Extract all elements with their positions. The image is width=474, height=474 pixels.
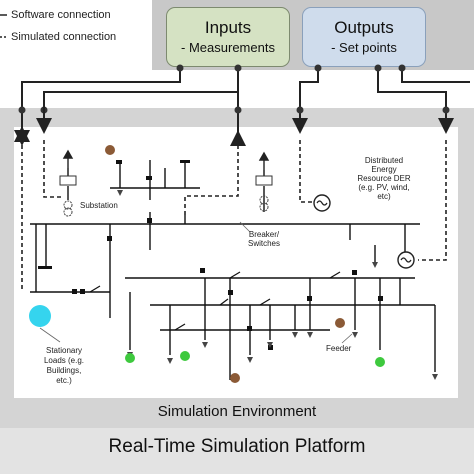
loads-label-2: Loads (e.g.	[43, 356, 85, 365]
platform-band	[0, 428, 474, 474]
inputs-title: Inputs	[204, 18, 252, 37]
legend-software-label: Software connection	[11, 9, 111, 21]
software-connections	[14, 66, 470, 146]
feeder-label: Feeder	[326, 344, 352, 353]
outputs-subtitle: - Set points	[331, 40, 397, 55]
breaker-label-1: Breaker/	[248, 230, 280, 239]
der-label-5: etc)	[377, 192, 391, 201]
load-green-3	[375, 357, 385, 367]
switches	[89, 271, 341, 331]
inputs-box[interactable]: Inputs - Measurements	[166, 7, 290, 67]
load-cyan	[29, 305, 51, 327]
load-green-2	[180, 351, 190, 361]
simulated-connections	[21, 140, 447, 292]
loads-label-1: Stationary	[45, 346, 83, 355]
grid-canvas	[14, 127, 458, 398]
outputs-title: Outputs	[334, 18, 394, 37]
inputs-subtitle: - Measurements	[181, 40, 275, 55]
der-label-3: Resource DER	[357, 174, 411, 183]
load-brown-1	[105, 145, 115, 155]
connection-nodes	[18, 64, 450, 114]
platform-title: Real-Time Simulation Platform	[108, 436, 366, 457]
sensor-boxes	[59, 175, 273, 186]
load-arrows	[117, 190, 438, 380]
loads-label-3: Buildings,	[46, 366, 82, 375]
load-brown-2	[230, 373, 240, 383]
busbars	[30, 160, 436, 380]
loads-label-4: etc.)	[56, 376, 72, 385]
der-label-1: Distributed	[364, 156, 404, 165]
legend-simulated-label: Simulated connection	[11, 31, 117, 43]
der-generators	[313, 194, 415, 269]
substation-label: Substation	[80, 201, 118, 210]
outputs-box[interactable]: Outputs - Set points	[302, 7, 426, 67]
breaker-label-2: Switches	[247, 239, 280, 248]
load-green-1	[125, 353, 135, 363]
substation-transformer	[63, 195, 269, 217]
simulation-environment-title: Simulation Environment	[157, 403, 317, 420]
breakers	[38, 160, 383, 350]
load-brown-3	[335, 318, 345, 328]
der-label-2: Energy	[371, 165, 397, 174]
der-label-4: (e.g. PV, wind,	[358, 183, 410, 192]
